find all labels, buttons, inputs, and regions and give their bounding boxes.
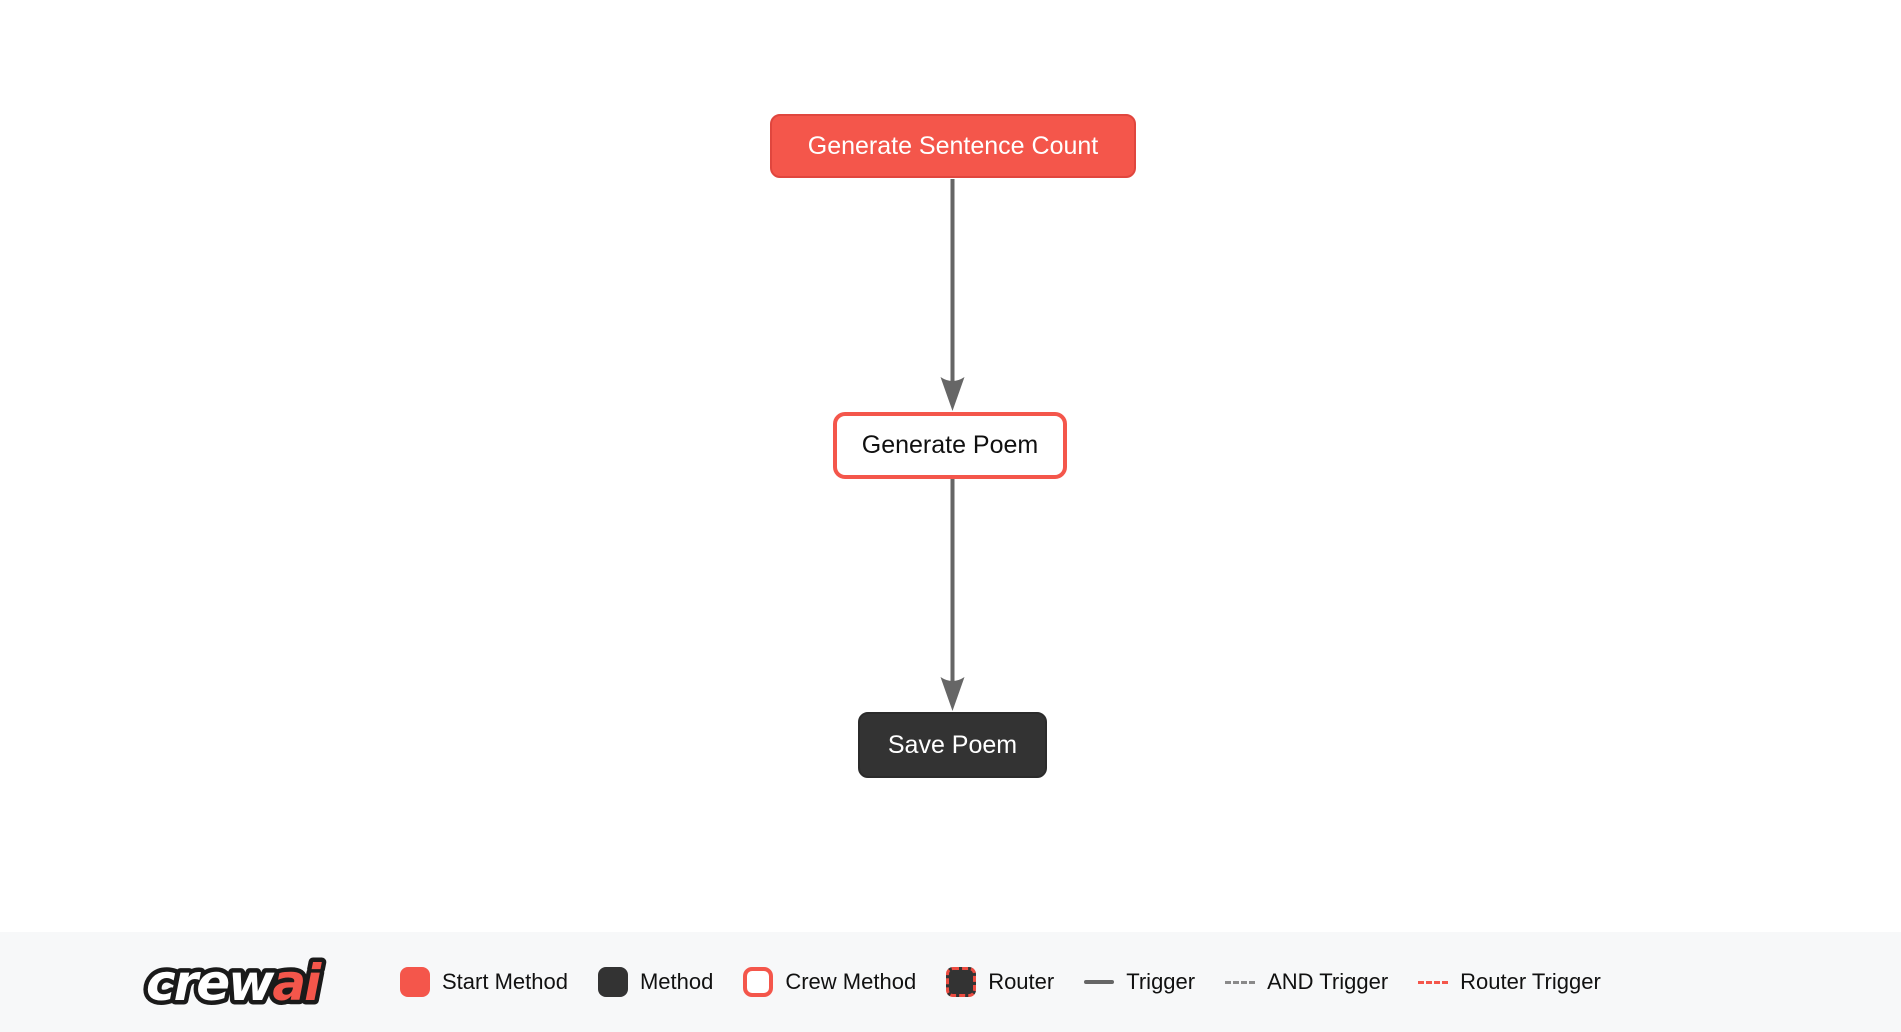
svg-text:crewai: crewai [146,954,322,1012]
flow-edges [940,179,965,711]
legend-label: AND Trigger [1267,969,1389,994]
legend-label: Method [639,969,714,994]
flow-canvas: Generate Sentence Count Generate Poem Sa… [770,114,1136,778]
trigger-line-icon [1084,980,1115,984]
node-generate-sentence-count[interactable]: Generate Sentence Count [770,114,1136,178]
node-generate-poem[interactable]: Generate Poem [833,412,1067,479]
logo-text-crew: crew [146,954,275,1012]
logo-text-ai: ai [272,954,322,1012]
legend-item-router: Router [946,967,1054,997]
legend-label: Trigger [1126,969,1196,994]
legend-label: Router [988,969,1055,994]
trigger-edge [940,479,965,711]
legend-bar: crewai Start Method Method Crew Method R… [0,932,1901,1032]
node-save-poem[interactable]: Save Poem [858,712,1047,778]
arrow-down-icon [940,677,965,711]
router-trigger-line-icon [1418,980,1449,984]
legend-item-and-trigger: AND Trigger [1225,969,1388,995]
legend-item-start-method: Start Method [400,967,568,997]
start-method-swatch-icon [400,967,430,997]
crew-method-swatch-icon [743,967,774,997]
arrow-down-icon [940,377,965,411]
legend-item-crew-method: Crew Method [743,967,916,997]
crewai-logo: crewai [142,950,329,1017]
legend-item-method: Method [597,967,714,997]
legend-label: Router Trigger [1460,969,1601,994]
and-trigger-line-icon [1225,980,1256,984]
legend-label: Start Method [442,969,568,994]
legend-label: Crew Method [785,969,917,994]
legend-item-router-trigger: Router Trigger [1418,969,1601,995]
trigger-edge [940,179,965,411]
legend-item-trigger: Trigger [1084,969,1195,995]
method-swatch-icon [597,967,628,997]
router-swatch-icon [946,967,977,997]
